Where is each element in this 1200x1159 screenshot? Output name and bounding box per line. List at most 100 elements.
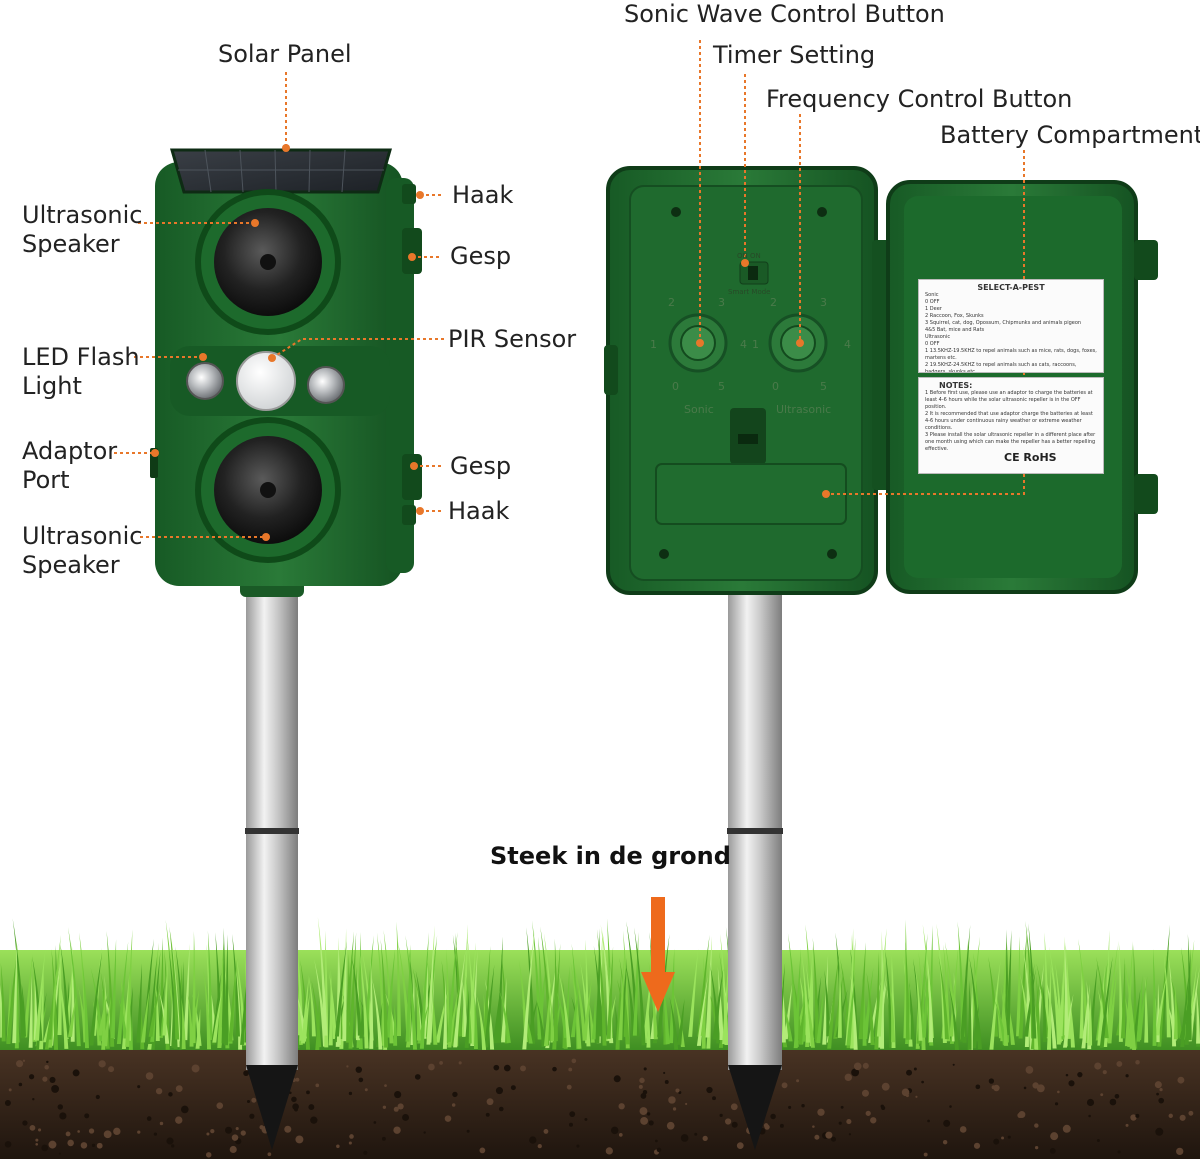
soil-speck xyxy=(706,1086,713,1094)
leader-dot-haak-bottom xyxy=(416,507,424,515)
soil-speck xyxy=(59,1112,67,1120)
soil-speck xyxy=(466,1129,470,1133)
soil-speck xyxy=(1077,1072,1083,1078)
soil-speck xyxy=(96,1142,103,1149)
soil-speck xyxy=(384,1084,387,1087)
soil-speck xyxy=(16,1060,24,1068)
grass-blade xyxy=(700,989,707,1036)
soil-speck xyxy=(349,1134,354,1139)
soil-speck xyxy=(486,1098,494,1106)
soil-speck xyxy=(675,1088,680,1093)
soil-speck xyxy=(67,1139,74,1147)
soil-speck xyxy=(58,1152,61,1155)
grass-blade xyxy=(461,976,468,1037)
label-adaptor-port: Adaptor Port xyxy=(22,437,118,494)
soil-speck xyxy=(901,1088,910,1097)
soil-speck xyxy=(923,1152,928,1157)
soil-speck xyxy=(543,1128,549,1134)
label-frequency-control-button: Frequency Control Button xyxy=(766,85,1073,113)
grass-blade xyxy=(97,990,109,1036)
soil-speck xyxy=(171,1144,175,1148)
grass-blade xyxy=(371,977,383,1050)
soil-speck xyxy=(817,1108,825,1116)
grass-blade xyxy=(706,981,712,1049)
grass-blade xyxy=(358,948,369,1049)
soil-speck xyxy=(1054,1102,1059,1106)
grass-blade xyxy=(39,966,44,1050)
soil-speck xyxy=(175,1116,183,1124)
grass-blade xyxy=(236,967,243,1050)
grass-blade xyxy=(526,927,536,1044)
grass-blade xyxy=(850,974,858,1050)
soil-speck xyxy=(1125,1123,1129,1127)
soil-speck xyxy=(1125,1074,1129,1078)
soil-speck xyxy=(166,1137,174,1145)
soil-speck xyxy=(779,1123,784,1128)
soil-speck xyxy=(1036,1084,1045,1093)
grass-blade xyxy=(405,935,418,1050)
grass-blade xyxy=(461,924,468,1037)
down-arrow-shaft xyxy=(651,897,665,975)
soil-speck xyxy=(569,1111,576,1118)
soil-speck xyxy=(1096,1139,1100,1143)
grass-blade xyxy=(1050,962,1062,1043)
buckle-top xyxy=(402,228,422,274)
soil-speck xyxy=(284,1125,292,1133)
soil-speck xyxy=(1025,1066,1034,1074)
soil-speck xyxy=(1065,1073,1069,1077)
soil-speck xyxy=(796,1079,800,1083)
soil-speck xyxy=(358,1077,364,1083)
grass-blade xyxy=(1124,959,1137,1050)
grass-blade xyxy=(300,960,311,1050)
screw xyxy=(671,207,681,217)
soil-speck xyxy=(8,1088,12,1092)
soil-speck xyxy=(566,1084,572,1090)
soil-speck xyxy=(571,1058,577,1064)
soil-speck xyxy=(423,1131,426,1134)
soil-speck xyxy=(781,1082,788,1089)
grass-blade xyxy=(232,933,240,1037)
grass-blade xyxy=(801,951,810,1043)
sonic-dial-number: 1 xyxy=(650,338,657,351)
leader-dot-speaker-top xyxy=(251,219,259,227)
soil-speck xyxy=(552,1066,557,1072)
soil-speck xyxy=(685,1102,688,1106)
grass-blade xyxy=(697,934,710,1037)
grass-blade xyxy=(646,1003,651,1048)
soil-speck xyxy=(503,1064,511,1072)
soil-speck xyxy=(153,1132,158,1136)
frequency-dial-number: 3 xyxy=(820,296,827,309)
soil-speck xyxy=(851,1068,860,1077)
grass-blade xyxy=(125,929,133,1047)
soil-speck xyxy=(666,1121,675,1130)
grass-blade xyxy=(369,958,374,1049)
grass-blade xyxy=(351,954,362,1036)
battery-latch-slot xyxy=(738,434,758,444)
soil-speck xyxy=(1049,1148,1056,1154)
grass-blade xyxy=(212,988,223,1043)
grass-blade xyxy=(396,921,402,1036)
down-arrow xyxy=(641,897,675,1012)
rear-spike xyxy=(728,1065,782,1150)
soil-speck xyxy=(103,1130,112,1139)
soil-speck xyxy=(1062,1124,1071,1133)
soil-speck xyxy=(22,1059,26,1062)
grass-blade xyxy=(118,997,128,1039)
grass-blade xyxy=(110,939,117,1039)
soil-speck xyxy=(363,1150,368,1155)
soil-speck xyxy=(520,1065,526,1072)
soil-speck xyxy=(943,1119,951,1127)
soil-speck xyxy=(1094,1062,1102,1070)
soil-speck xyxy=(959,1126,967,1133)
soil-speck xyxy=(155,1087,163,1095)
soil-speck xyxy=(48,1140,57,1149)
soil-speck xyxy=(137,1130,141,1134)
soil-speck xyxy=(206,1132,210,1136)
soil-speck xyxy=(913,1067,917,1071)
soil-speck xyxy=(642,1090,648,1095)
soil-speck xyxy=(240,1130,246,1136)
grass-blade xyxy=(967,980,972,1050)
soil-speck xyxy=(655,1139,658,1143)
soil-speck xyxy=(29,1125,36,1131)
grass-blade xyxy=(696,975,709,1046)
